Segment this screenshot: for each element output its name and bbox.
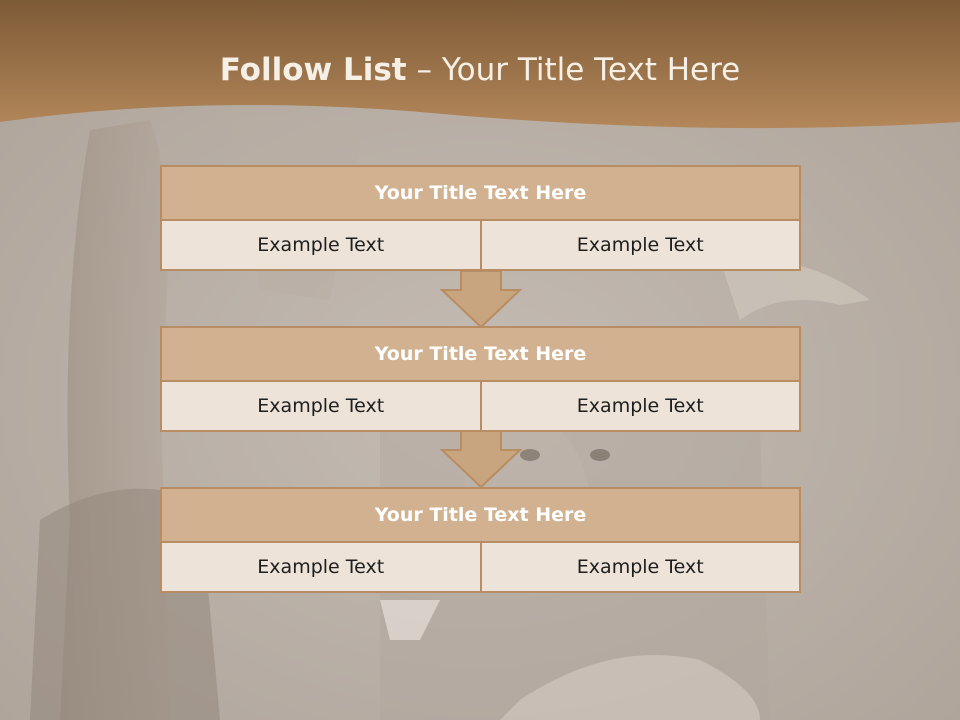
slide-title: Follow List – Your Title Text Here (0, 52, 960, 88)
block-left-text[interactable]: Example Text (160, 543, 482, 593)
block-title[interactable]: Your Title Text Here (160, 487, 801, 543)
slide-title-rest: – Your Title Text Here (406, 52, 741, 88)
block-row: Example Text Example Text (160, 543, 801, 593)
list-block: Your Title Text Here Example Text Exampl… (160, 487, 801, 593)
title-banner (0, 0, 960, 129)
block-right-text[interactable]: Example Text (481, 543, 801, 593)
block-left-text[interactable]: Example Text (160, 382, 482, 432)
block-left-text[interactable]: Example Text (160, 221, 482, 271)
block-right-text[interactable]: Example Text (481, 382, 801, 432)
list-block: Your Title Text Here Example Text Exampl… (160, 165, 801, 271)
block-title[interactable]: Your Title Text Here (160, 165, 801, 221)
slide-title-bold: Follow List (219, 52, 407, 88)
block-title[interactable]: Your Title Text Here (160, 326, 801, 382)
down-arrow-icon (440, 430, 522, 489)
list-block: Your Title Text Here Example Text Exampl… (160, 326, 801, 432)
block-row: Example Text Example Text (160, 382, 801, 432)
block-right-text[interactable]: Example Text (481, 221, 801, 271)
block-row: Example Text Example Text (160, 221, 801, 271)
down-arrow-icon (440, 270, 522, 329)
